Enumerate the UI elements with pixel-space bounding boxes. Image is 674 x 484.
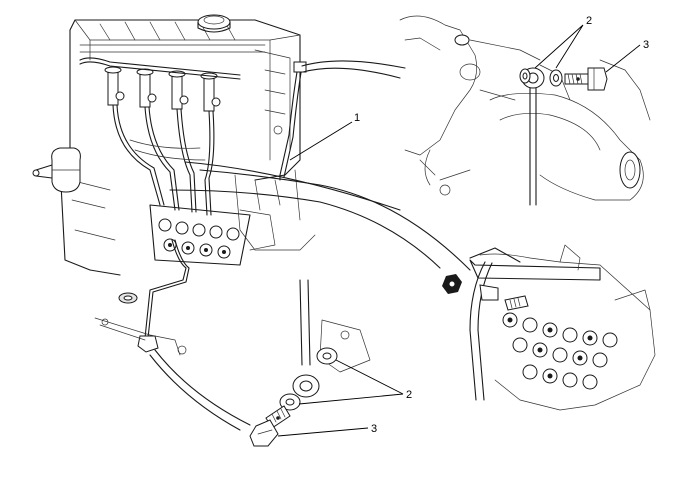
callout-bottom-banjo-bolt: 3	[371, 423, 377, 435]
callout-return-hose: 1	[354, 112, 360, 124]
top-banjo-bolt	[564, 67, 608, 91]
top-washers	[519, 68, 563, 87]
fuel-filter	[32, 147, 81, 193]
engine-block	[32, 14, 316, 353]
callout-top-banjo-bolt: 3	[643, 39, 649, 51]
callout-bottom-washers: 2	[406, 389, 412, 401]
return-hose	[169, 61, 471, 271]
callout-top-washers: 2	[586, 15, 592, 27]
detail-bottom-center: 2 3	[249, 279, 412, 447]
bottom-washers	[279, 347, 338, 411]
lower-left-bracket	[94, 292, 187, 356]
injection-pump	[149, 204, 276, 266]
detail-top-right: 2 3	[399, 15, 651, 206]
detail-bottom-right	[442, 244, 656, 411]
detail-connector-lines	[149, 60, 406, 431]
bottom-banjo-bolt	[249, 405, 291, 447]
fuel-injectors	[104, 66, 221, 112]
high-pressure-pipes	[112, 104, 215, 216]
